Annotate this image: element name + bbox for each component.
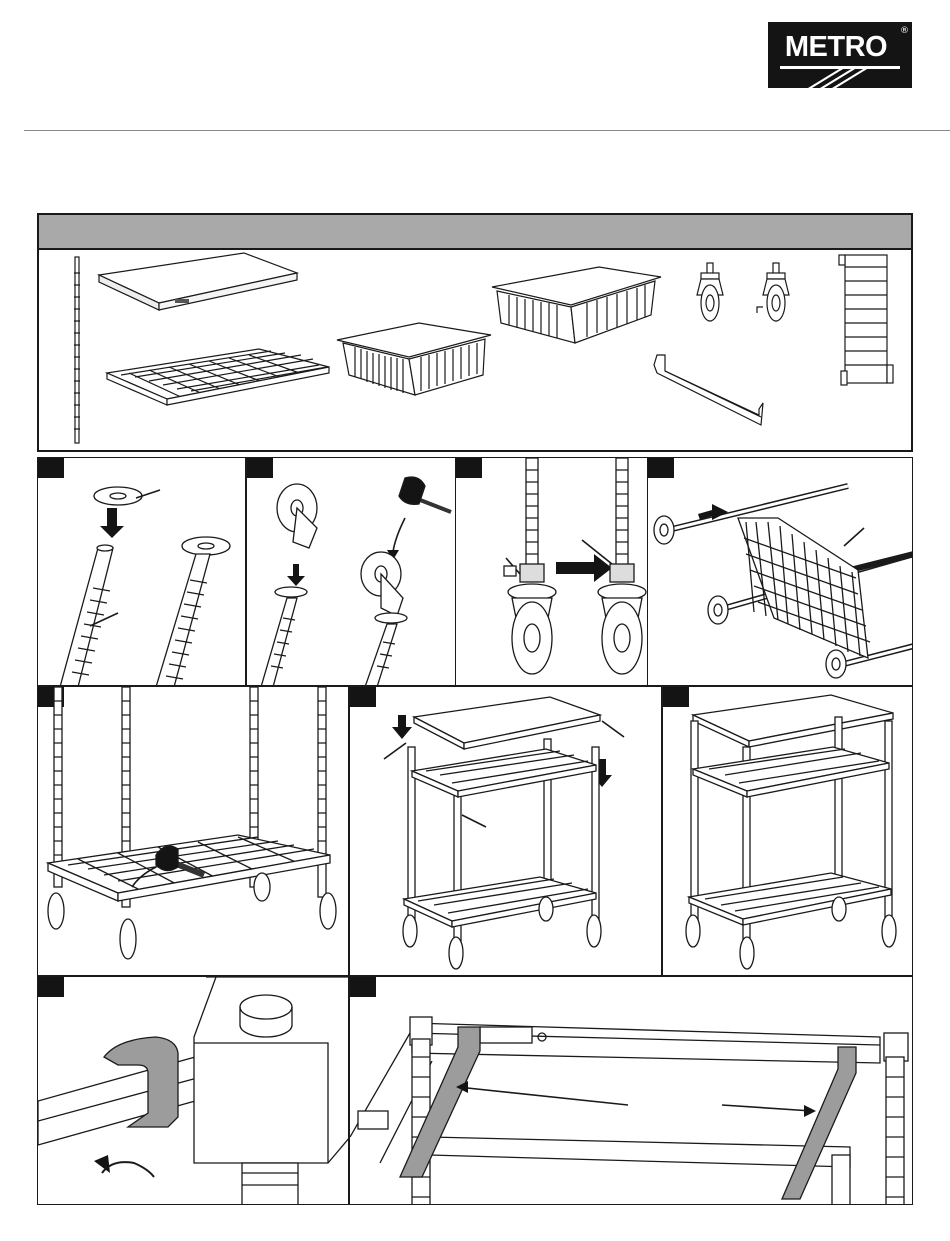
logo-wordmark: METRO bbox=[768, 31, 904, 64]
metro-logo: METRO ® bbox=[768, 22, 912, 88]
completed-cart-illustration bbox=[663, 687, 913, 976]
small-tote-icon bbox=[337, 323, 491, 395]
hammer-caster-illustration bbox=[247, 458, 456, 686]
slide-shelf-illustration bbox=[648, 458, 913, 686]
seat-shelf-illustration bbox=[38, 687, 349, 976]
caster-brake-illustration bbox=[456, 458, 648, 686]
step-4-panel bbox=[647, 457, 913, 686]
shelf-ledge-icon bbox=[654, 355, 763, 425]
solid-shelf-icon bbox=[99, 253, 297, 310]
parts-panel bbox=[37, 213, 913, 452]
header-divider bbox=[24, 130, 950, 131]
step-5-panel bbox=[37, 686, 349, 976]
caster-with-brake-icon bbox=[757, 263, 789, 321]
add-shelves-illustration bbox=[350, 687, 662, 976]
insert-stem-socket-illustration bbox=[38, 458, 246, 686]
step-3-panel bbox=[455, 457, 648, 686]
step-2-panel bbox=[246, 457, 456, 686]
step-1-panel bbox=[37, 457, 246, 686]
large-tote-icon bbox=[492, 267, 661, 343]
step-6-panel bbox=[349, 686, 662, 976]
parts-illustration bbox=[39, 215, 913, 452]
attach-ledge-clip-illustration bbox=[38, 977, 349, 1205]
side-ledge-icon bbox=[839, 255, 893, 385]
install-side-ledges-illustration bbox=[350, 977, 913, 1205]
wire-shelf-icon bbox=[107, 349, 329, 405]
step-9-panel bbox=[349, 976, 913, 1205]
post-icon bbox=[74, 257, 80, 443]
step-7-panel bbox=[662, 686, 913, 976]
step-8-panel bbox=[37, 976, 349, 1205]
registered-mark: ® bbox=[900, 26, 909, 36]
caster-icon bbox=[697, 263, 723, 321]
